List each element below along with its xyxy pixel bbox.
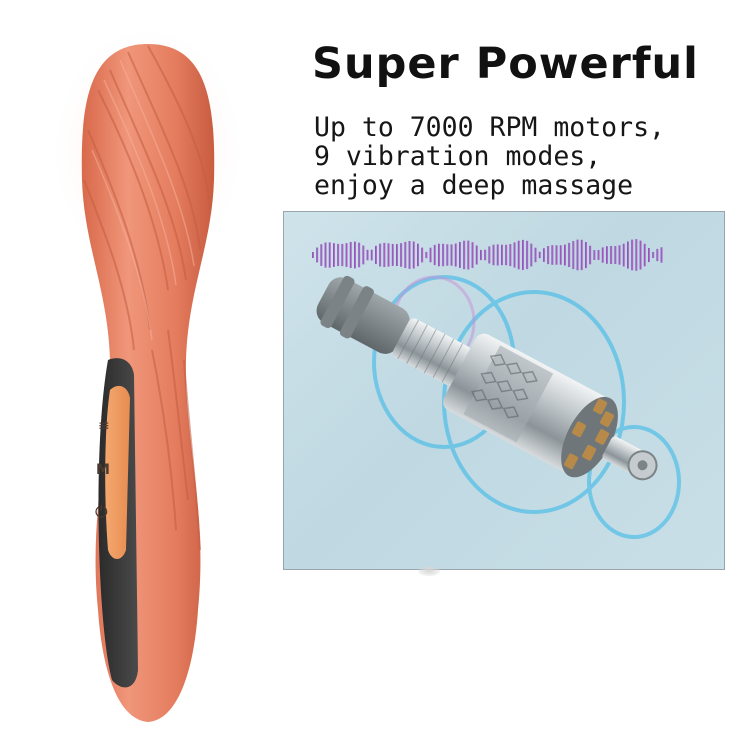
sound-wave-bar [492,244,495,266]
massager-device-image: ≡ M ⏻ [48,20,248,740]
motor-illustration-panel [283,211,725,570]
sound-wave-bar [417,243,419,267]
sound-wave-bar [433,244,436,266]
sound-wave-bar [370,249,373,261]
sound-wave-bar [421,247,424,263]
sound-wave-bar [568,242,571,267]
sound-wave-bar [366,249,369,261]
sound-wave-bar [379,243,382,267]
sound-wave-bar [610,246,613,264]
sound-wave-bar [648,248,650,263]
feature-line-massage: enjoy a deep massage [314,170,634,201]
sound-wave-bar [496,244,499,266]
motor-illustration [312,239,681,539]
sound-wave-bar [534,247,537,263]
sound-wave-bar [412,241,415,269]
sound-wave-bar [585,242,587,269]
sound-wave-bar [429,247,432,263]
headline: Super Powerful [312,39,699,89]
sound-wave-bar [345,243,348,267]
sound-wave-bar [580,239,583,271]
sound-wave-bar [606,246,608,264]
sound-wave-bar [526,240,529,270]
mode-icon: M [96,462,110,478]
sound-wave-bar [589,245,592,265]
sound-wave-bar [618,245,621,265]
sound-wave-bar [459,242,461,268]
sound-wave-bar [639,240,642,270]
sound-wave-bar [484,249,487,261]
floor-shadow [418,566,440,576]
sound-wave-bar [559,245,562,265]
sound-wave-bar [328,242,331,268]
sound-wave-bar [572,241,575,270]
sound-wave-bar [597,250,600,260]
sound-wave-bar [513,242,516,268]
sound-wave-bar [425,251,428,259]
sound-wave-bar [643,243,646,267]
sound-wave-bar [471,242,474,268]
sound-wave-bar [601,247,604,263]
feature-line-modes: 9 vibration modes, [314,141,602,172]
sound-wave-bar [391,244,394,266]
sound-wave-bar [349,242,352,268]
sound-wave-bar [316,247,319,263]
sound-wave-bar [454,243,457,267]
sound-wave-bar [362,245,365,265]
sound-wave-bar [505,244,508,266]
sound-wave-bar [593,250,596,260]
sound-wave-bar [324,242,327,268]
sound-wave-bar [438,243,440,267]
sound-wave-bar [375,245,377,265]
sound-wave-bar [337,243,340,267]
sound-wave-bar [408,241,411,269]
feature-line-rpm: Up to 7000 RPM motors, [314,112,665,143]
sound-wave-bar [475,245,478,265]
sound-wave-bar [358,242,361,268]
sound-wave-bar [333,243,335,267]
sound-wave-bar [400,243,403,267]
sound-wave-bar [547,246,550,265]
sound-wave-bar [614,246,617,264]
sound-wave-bar [396,244,398,266]
sound-wave-bar [555,245,558,265]
sound-wave-bar [564,244,566,266]
sound-wave-bar [488,246,491,264]
sound-wave-bar [480,249,482,261]
sound-wave-bar [450,244,453,266]
sound-wave-bar [463,240,466,270]
sound-wave-bar [538,251,541,259]
sound-wave-bar [383,242,386,267]
sound-wave-bar [627,241,629,269]
sound-wave-bar [446,244,449,266]
sound-wave-bar [509,244,512,267]
sound-wave-bar [631,239,634,271]
sound-wave-bar [442,243,445,267]
sound-wave-bar [312,252,314,258]
sound-wave-bar [341,243,344,267]
sound-wave-bar [656,248,659,262]
sound-wave-bar [404,241,407,269]
sound-wave-bar [543,248,545,262]
sound-wave-bar [387,243,390,267]
sound-wave-bar [635,239,638,271]
sound-wave-bar [530,243,533,267]
sound-wave-bar [660,247,663,263]
sound-wave-bar [517,240,520,270]
sound-wave-bar [467,240,470,270]
sound-wave-bar [622,243,625,267]
sound-wave-bar [354,241,356,269]
sound-wave-bar [501,244,503,266]
power-icon: ⏻ [95,502,108,521]
massager-device-illustration [48,20,248,722]
sound-wave-bar [522,239,524,270]
sound-wave-bar [652,251,655,258]
wave-icon: ≡ [98,418,110,434]
sound-wave-bar [576,239,579,271]
sound-wave-bar [551,245,554,265]
feature-description: Up to 7000 RPM motors, 9 vibration modes… [314,113,734,200]
sound-wave-bar [320,244,323,266]
